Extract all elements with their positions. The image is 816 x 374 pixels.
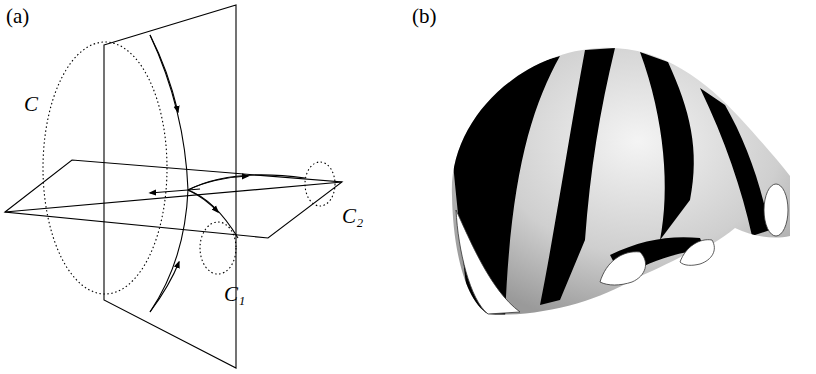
arrow [150, 35, 178, 112]
surface-stripe [540, 48, 615, 305]
arrow [150, 190, 188, 193]
arrow [188, 190, 218, 212]
surface-opening [764, 184, 788, 236]
curve-label: C₂ [342, 206, 363, 227]
surface-stripe [640, 52, 694, 240]
vertical-plane [104, 5, 236, 368]
surface-stripe [452, 56, 560, 320]
surface-stripe [700, 88, 770, 236]
trajectory [188, 175, 305, 190]
curve-label: C [24, 94, 38, 115]
surface-opening [600, 252, 646, 285]
horizontal-plane [5, 160, 342, 238]
panel-label: (a) [6, 6, 29, 27]
plane-intersection-line [5, 182, 342, 212]
curve-label: C₁ [224, 284, 245, 305]
trajectory [150, 35, 188, 190]
surface-opening [680, 240, 714, 266]
arrow [150, 262, 179, 312]
panel-label: (b) [412, 6, 437, 27]
arrow [188, 176, 248, 190]
panel-b-surface [452, 48, 790, 320]
panel-a-illustration [5, 5, 342, 368]
surface-opening [456, 210, 520, 314]
trajectory [150, 190, 188, 312]
dotted-circle [200, 222, 236, 274]
trajectory [188, 190, 238, 238]
dotted-circle [305, 162, 335, 206]
